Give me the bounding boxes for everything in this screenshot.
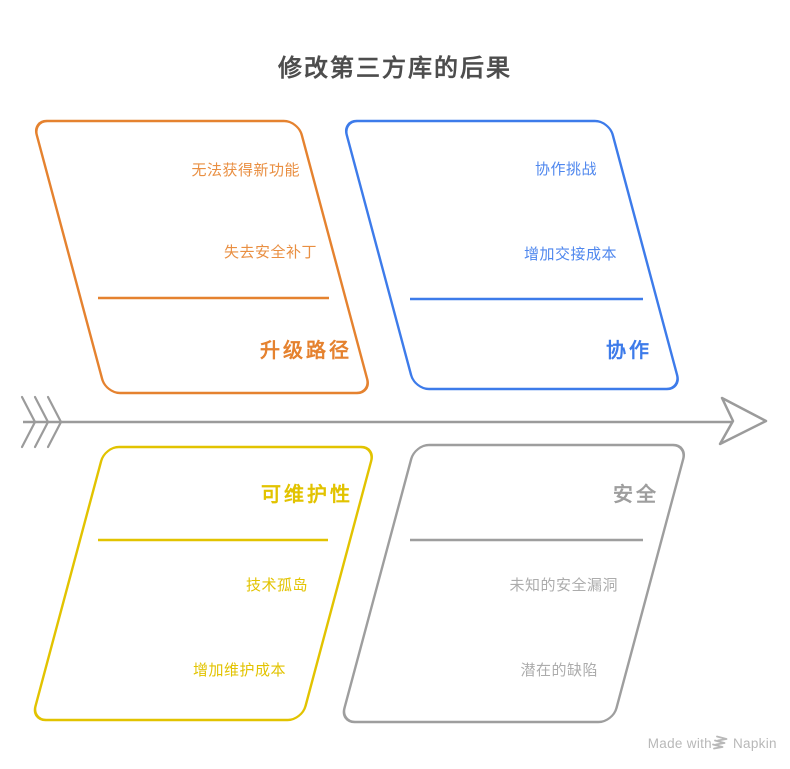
napkin-logo-stroke bbox=[712, 743, 724, 750]
branch-collaboration: 协作挑战 增加交接成本 协作 bbox=[344, 119, 679, 391]
branch-title: 升级路径 bbox=[260, 338, 352, 362]
made-with-napkin-watermark: Made with Napkin bbox=[648, 735, 777, 751]
branch-box bbox=[342, 443, 685, 724]
napkin-logo-stroke bbox=[716, 735, 728, 742]
branch-box bbox=[34, 119, 369, 395]
made-with-label: Made with bbox=[648, 736, 712, 751]
branch-item: 技术孤岛 bbox=[246, 577, 308, 594]
branch-item: 协作挑战 bbox=[535, 161, 597, 178]
branch-title: 协作 bbox=[606, 338, 652, 362]
branch-title: 安全 bbox=[613, 482, 659, 506]
branch-security: 安全 未知的安全漏洞 潜在的缺陷 bbox=[342, 443, 685, 724]
branch-item: 增加交接成本 bbox=[524, 245, 617, 263]
branch-maintainability: 可维护性 技术孤岛 增加维护成本 bbox=[33, 445, 373, 722]
spine-arrow bbox=[20, 395, 768, 449]
napkin-logo-stroke bbox=[714, 739, 726, 746]
arrowhead-icon bbox=[718, 396, 768, 446]
brand-label: Napkin bbox=[733, 736, 777, 751]
branch-item: 潜在的缺陷 bbox=[520, 662, 598, 679]
branch-upgrade-path: 无法获得新功能 失去安全补丁 升级路径 bbox=[34, 119, 369, 395]
napkin-logo-icon bbox=[712, 735, 728, 750]
branch-box bbox=[33, 445, 373, 722]
branch-item: 未知的安全漏洞 bbox=[509, 576, 618, 594]
branch-title: 可维护性 bbox=[261, 482, 353, 506]
page-title: 修改第三方库的后果 bbox=[277, 54, 512, 82]
branch-item: 无法获得新功能 bbox=[191, 162, 300, 179]
branch-item: 增加维护成本 bbox=[193, 662, 286, 679]
branch-item: 失去安全补丁 bbox=[224, 243, 317, 261]
branch-box bbox=[344, 119, 679, 391]
